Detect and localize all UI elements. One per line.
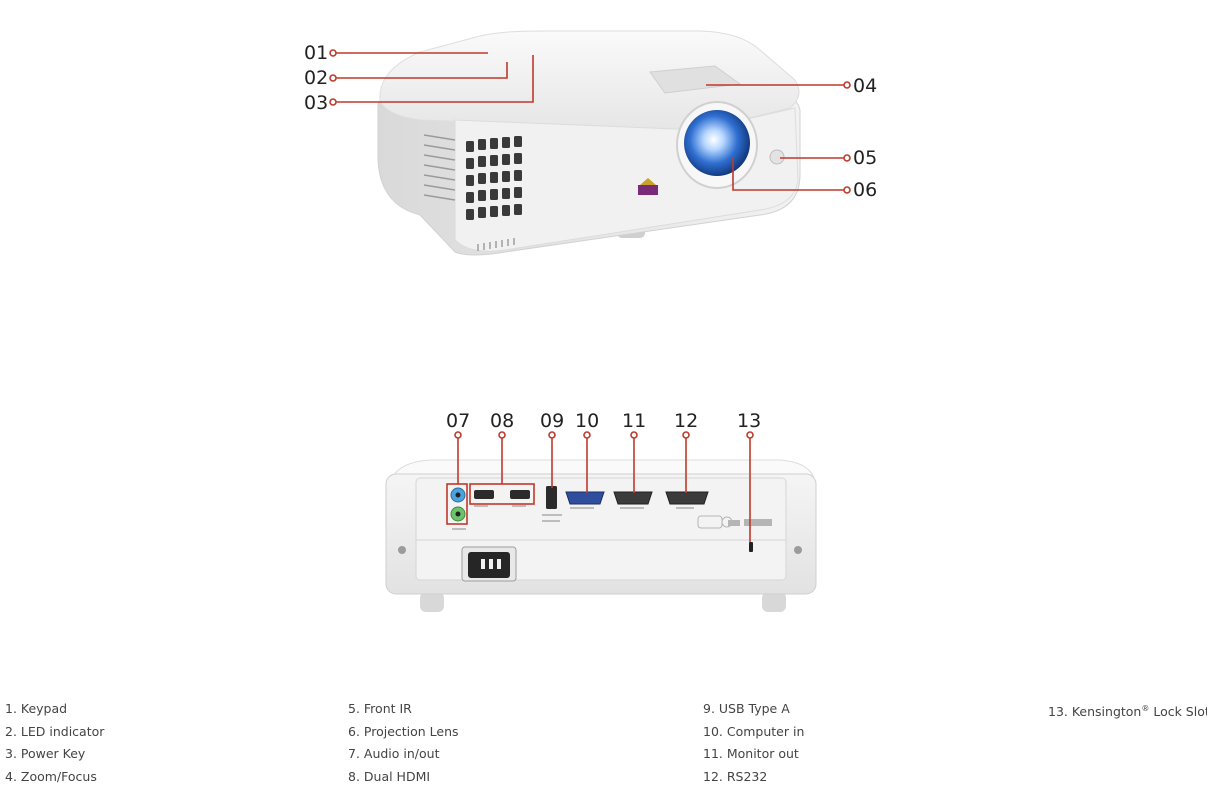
leader-dot-07	[454, 431, 462, 439]
projector-rear-view	[385, 459, 817, 612]
screw-right-icon	[794, 546, 802, 554]
callout-12: 12	[674, 410, 698, 432]
projector-diagram: 01 02 03 04 05 06	[304, 30, 877, 612]
callout-01: 01	[304, 42, 328, 64]
kensington-label-tail: Lock Slot	[1149, 704, 1207, 720]
vga-monitor-out-port	[613, 491, 653, 505]
spec-item-projection-lens: 6. Projection Lens	[348, 723, 459, 739]
leader-dot-09	[548, 431, 556, 439]
side-vents	[423, 134, 456, 201]
spec-item-usb-type-a: 9. USB Type A	[703, 701, 790, 716]
leader-06	[732, 158, 844, 191]
spec-item-audio: 7. Audio in/out	[348, 746, 440, 762]
callout-04: 04	[853, 75, 877, 97]
callouts-bottom: 07 08 09 10 11 12 13	[446, 410, 761, 542]
zoom-focus-recess	[649, 65, 742, 94]
hdmi-port-1	[474, 490, 494, 499]
projector-top-surface	[379, 30, 800, 131]
leader-02	[336, 62, 508, 79]
callout-06: 06	[853, 179, 877, 201]
spec-legend: 1. Keypad 2. LED indicator 3. Power Key …	[0, 698, 1207, 789]
power-socket-pin	[481, 559, 485, 569]
certification-logos	[697, 515, 772, 529]
callout-03: 03	[304, 92, 328, 114]
leader-dot-11	[630, 431, 638, 439]
leader-dot-05	[843, 154, 851, 162]
power-socket-pin	[497, 559, 501, 569]
leader-dot-03	[329, 98, 337, 106]
bottom-vents	[477, 238, 515, 251]
bracket-07	[446, 483, 468, 525]
callout-10: 10	[575, 410, 599, 432]
callout-07: 07	[446, 410, 470, 432]
callout-13: 13	[737, 410, 761, 432]
callout-02: 02	[304, 67, 328, 89]
rs232-port	[665, 491, 709, 505]
leader-dot-06	[843, 186, 851, 194]
spec-item-zoom-focus: 4. Zoom/Focus	[5, 769, 97, 785]
spec-item-keypad: 1. Keypad	[5, 701, 68, 716]
power-socket-pin	[489, 559, 493, 569]
leader-dot-01	[329, 49, 337, 57]
spec-column-1: 1. Keypad 2. LED indicator 3. Power Key …	[5, 698, 104, 789]
spec-column-2: 5. Front IR 6. Projection Lens 7. Audio …	[348, 698, 459, 789]
leader-dot-12	[682, 431, 690, 439]
registered-mark: ®	[1141, 704, 1150, 713]
spec-item-front-ir: 5. Front IR	[348, 701, 412, 716]
screw-left-icon	[398, 546, 406, 554]
spec-item-kensington: 13. Kensington® Lock Slot	[1048, 698, 1207, 724]
spec-item-rs232: 12. RS232	[703, 769, 768, 785]
projector-front-view	[377, 30, 801, 256]
spec-item-led-indicator: 2. LED indicator	[5, 723, 105, 739]
leader-dot-02	[329, 74, 337, 82]
callout-08: 08	[490, 410, 514, 432]
kensington-lock-slot	[749, 542, 753, 552]
port-labels	[452, 505, 694, 530]
leader-03	[336, 55, 534, 103]
callout-05: 05	[853, 147, 877, 169]
rear-foot-right	[762, 592, 786, 612]
spec-item-monitor-out: 11. Monitor out	[703, 746, 799, 762]
callout-09: 09	[540, 410, 564, 432]
audio-in-jack-hole	[455, 492, 461, 498]
usb-a-port	[546, 486, 557, 509]
brand-logo	[638, 178, 658, 195]
callouts-top: 01 02 03 04 05 06	[304, 42, 877, 201]
spec-column-4: 13. Kensington® Lock Slot	[1048, 698, 1207, 724]
vent-grille	[466, 136, 522, 220]
front-ir-window	[769, 149, 785, 165]
leader-dot-04	[843, 81, 851, 89]
callout-11: 11	[622, 410, 646, 432]
bracket-08	[469, 483, 535, 505]
spec-item-power-key: 3. Power Key	[5, 746, 86, 762]
spec-column-3: 9. USB Type A 10. Computer in 11. Monito…	[703, 698, 804, 789]
spec-item-dual-hdmi: 8. Dual HDMI	[348, 769, 431, 785]
projection-lens-icon	[684, 110, 750, 176]
hdmi-port-2	[510, 490, 530, 499]
leader-dot-13	[746, 431, 754, 439]
leader-dot-10	[583, 431, 591, 439]
spec-item-computer-in: 10. Computer in	[703, 723, 805, 739]
rear-foot-left	[420, 592, 444, 612]
audio-out-jack-hole	[455, 511, 461, 517]
leader-dot-08	[498, 431, 506, 439]
vga-computer-in-port	[565, 491, 605, 505]
kensington-label: 13. Kensington	[1048, 704, 1142, 720]
